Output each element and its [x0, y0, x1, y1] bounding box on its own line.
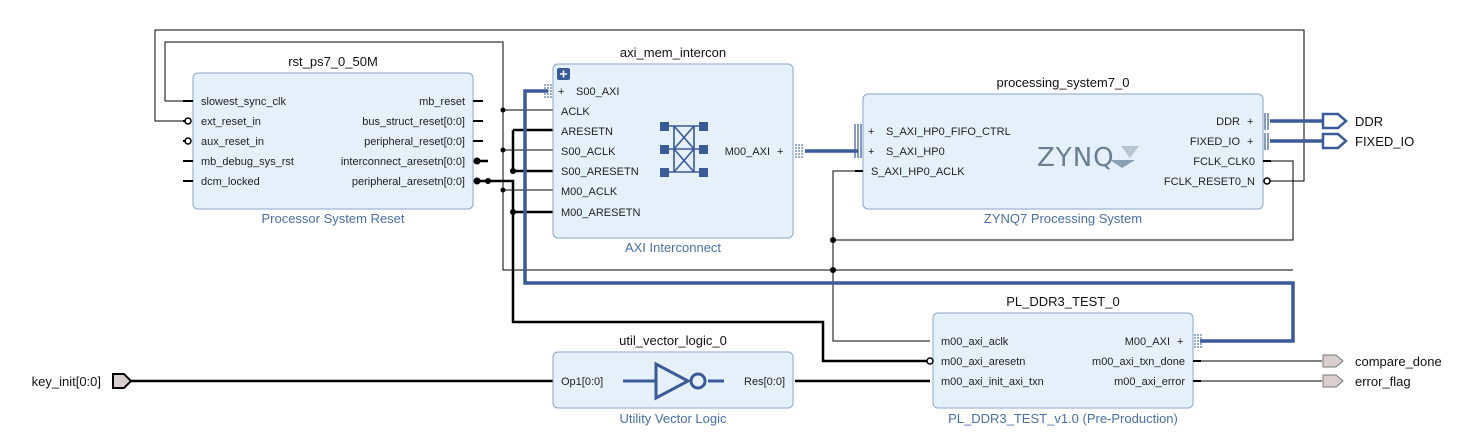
port-m00-axi-master[interactable]: M00_AXI: [1125, 336, 1170, 348]
wire-clk-to-slowest[interactable]: [164, 41, 1293, 271]
external-port-label: error_flag: [1355, 374, 1411, 389]
block-subtitle: PL_DDR3_TEST_v1.0 (Pre-Production): [948, 411, 1178, 426]
port-m00-axi-txn-done[interactable]: m00_axi_txn_done: [1092, 356, 1185, 368]
port-dcm-locked[interactable]: dcm_locked: [201, 176, 260, 188]
port-interconnect-aresetn[interactable]: interconnect_aresetn[0:0]: [341, 156, 465, 168]
block-subtitle: Processor System Reset: [261, 211, 404, 226]
port-s00-aresetn[interactable]: S00_ARESETN: [561, 166, 639, 178]
port-m00-axi-aclk[interactable]: m00_axi_aclk: [941, 336, 1009, 348]
plus-icon[interactable]: +: [558, 86, 564, 98]
external-port-ddr[interactable]: DDR: [1321, 112, 1383, 130]
port-slowest-sync-clk[interactable]: slowest_sync_clk: [201, 96, 286, 108]
port-res[interactable]: Res[0:0]: [744, 376, 785, 388]
not-gate-icon: [623, 361, 724, 401]
bus-connector-icon: [1264, 113, 1269, 150]
port-aux-reset-in[interactable]: aux_reset_in: [201, 136, 264, 148]
port-fclk-reset0-n[interactable]: FCLK_RESET0_N: [1164, 176, 1255, 188]
external-port-compare-done[interactable]: compare_done: [1322, 354, 1442, 369]
port-s00-aclk[interactable]: S00_ACLK: [561, 146, 616, 158]
bus-connector-icon: [1194, 334, 1202, 348]
block-body[interactable]: [552, 351, 794, 409]
external-port-fixed-io[interactable]: FIXED_IO: [1321, 132, 1414, 150]
block-title: axi_mem_intercon: [620, 45, 726, 60]
port-m00-axi-aresetn[interactable]: m00_axi_aresetn: [941, 356, 1025, 368]
external-port-label: compare_done: [1355, 354, 1442, 369]
block-subtitle: AXI Interconnect: [625, 240, 721, 255]
port-fclk-clk0[interactable]: FCLK_CLK0: [1193, 156, 1255, 168]
bus-connector-icon: [854, 124, 862, 158]
wire-fclk-reset[interactable]: [154, 29, 1305, 182]
plus-icon[interactable]: +: [777, 146, 783, 158]
port-s-axi-hp0-fifo-ctrl[interactable]: S_AXI_HP0_FIFO_CTRL: [886, 126, 1011, 138]
port-op1[interactable]: Op1[0:0]: [561, 376, 603, 388]
wires: [131, 29, 1322, 383]
plus-icon[interactable]: +: [1247, 136, 1253, 148]
external-port-key-init[interactable]: key_init[0:0]: [32, 373, 133, 389]
port-s-axi-hp0[interactable]: S_AXI_HP0: [886, 146, 945, 158]
crossbar-icon: [660, 122, 708, 177]
wire-pl-aclk[interactable]: [832, 240, 930, 342]
block-util-vector-logic[interactable]: util_vector_logic_0 Utility Vector Logic…: [552, 333, 794, 426]
bus-pl-m00-to-s00[interactable]: [523, 89, 1295, 343]
wire-fclk-clk-loop[interactable]: [833, 160, 1294, 241]
block-title: processing_system7_0: [997, 75, 1130, 90]
plus-icon[interactable]: +: [868, 146, 874, 158]
port-ddr[interactable]: DDR: [1216, 116, 1240, 128]
port-m00-aresetn[interactable]: M00_ARESETN: [561, 207, 641, 219]
block-body[interactable]: [862, 93, 1264, 210]
port-fixed-io[interactable]: FIXED_IO: [1190, 136, 1241, 148]
external-port-label: DDR: [1355, 114, 1383, 129]
port-m00-aclk[interactable]: M00_ACLK: [561, 186, 618, 198]
port-peripheral-aresetn[interactable]: peripheral_aresetn[0:0]: [352, 176, 465, 188]
bus-connector-icon: [795, 144, 803, 158]
wire-s-axi-hp0-aclk[interactable]: [832, 170, 862, 240]
port-ext-reset-in[interactable]: ext_reset_in: [201, 116, 261, 128]
block-body[interactable]: [552, 63, 794, 239]
port-s00-axi[interactable]: S00_AXI: [576, 86, 619, 98]
block-subtitle: ZYNQ7 Processing System: [984, 211, 1142, 226]
block-title: PL_DDR3_TEST_0: [1006, 294, 1119, 309]
port-aclk[interactable]: ACLK: [561, 106, 590, 118]
port-s-axi-hp0-aclk[interactable]: S_AXI_HP0_ACLK: [871, 166, 965, 178]
block-subtitle: Utility Vector Logic: [620, 411, 727, 426]
plus-icon[interactable]: +: [1247, 116, 1253, 128]
svg-text:ZYNQ: ZYNQ: [1037, 143, 1115, 173]
plus-icon[interactable]: +: [1177, 336, 1183, 348]
port-m00-axi[interactable]: M00_AXI: [725, 146, 770, 158]
port-m00-axi-init-axi-txn[interactable]: m00_axi_init_axi_txn: [941, 376, 1044, 388]
wire-periph-to-pl[interactable]: [511, 212, 930, 363]
plus-icon[interactable]: +: [868, 126, 874, 138]
block-axi-mem-intercon[interactable]: axi_mem_intercon AXI Interconnect + S00_…: [544, 45, 803, 255]
block-title: rst_ps7_0_50M: [288, 54, 378, 69]
block-title: util_vector_logic_0: [619, 333, 727, 348]
port-aresetn[interactable]: ARESETN: [561, 126, 613, 138]
expand-icon[interactable]: [557, 68, 570, 80]
port-bus-struct-reset[interactable]: bus_struct_reset[0:0]: [362, 116, 465, 128]
wire-peripheral-aresetn[interactable]: [477, 179, 553, 214]
block-rst-ps7[interactable]: rst_ps7_0_50M Processor System Reset slo…: [183, 54, 483, 226]
block-pl-ddr3-test[interactable]: PL_DDR3_TEST_0 PL_DDR3_TEST_v1.0 (Pre-Pr…: [926, 294, 1202, 426]
external-port-error-flag[interactable]: error_flag: [1322, 374, 1411, 389]
port-peripheral-reset[interactable]: peripheral_reset[0:0]: [364, 136, 465, 148]
external-port-label: key_init[0:0]: [32, 374, 101, 389]
port-mb-reset[interactable]: mb_reset: [419, 96, 465, 108]
port-m00-axi-error[interactable]: m00_axi_error: [1114, 376, 1185, 388]
block-processing-system7[interactable]: processing_system7_0 ZYNQ7 Processing Sy…: [854, 75, 1271, 226]
zynq-logo: ZYNQ: [1037, 143, 1139, 173]
port-mb-debug-sys-rst[interactable]: mb_debug_sys_rst: [201, 156, 294, 168]
bus-connector-icon: [544, 84, 552, 98]
external-port-label: FIXED_IO: [1355, 134, 1414, 149]
